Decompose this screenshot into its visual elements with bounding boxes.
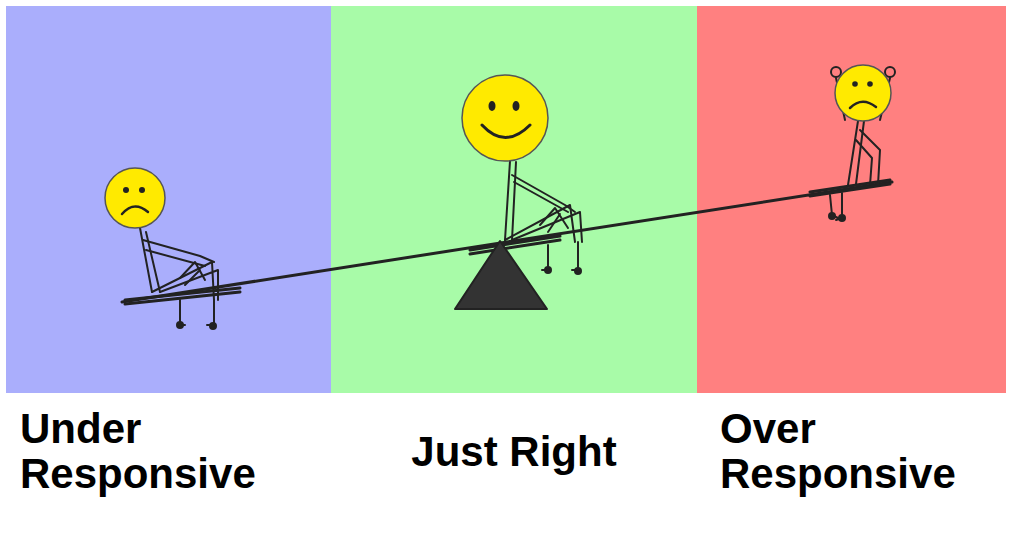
happy-figure [505,161,582,274]
upset-figure [829,67,895,221]
band-label: Just Right [331,429,697,474]
just-right-band: Just Right [331,6,697,393]
seesaw-plank [122,182,892,302]
seesaw-seat [125,180,890,304]
happy-face [462,75,548,161]
upset-face [835,65,891,121]
band-label: Under Responsive [20,406,250,496]
under-responsive-band: Under Responsive [6,6,331,393]
sad-face [105,168,165,228]
fulcrum [455,241,547,309]
seesaw-seat [470,236,560,254]
band-label: Over Responsive [720,406,950,496]
sad-figure [140,228,218,329]
over-responsive-band: Over Responsive [697,6,1006,393]
